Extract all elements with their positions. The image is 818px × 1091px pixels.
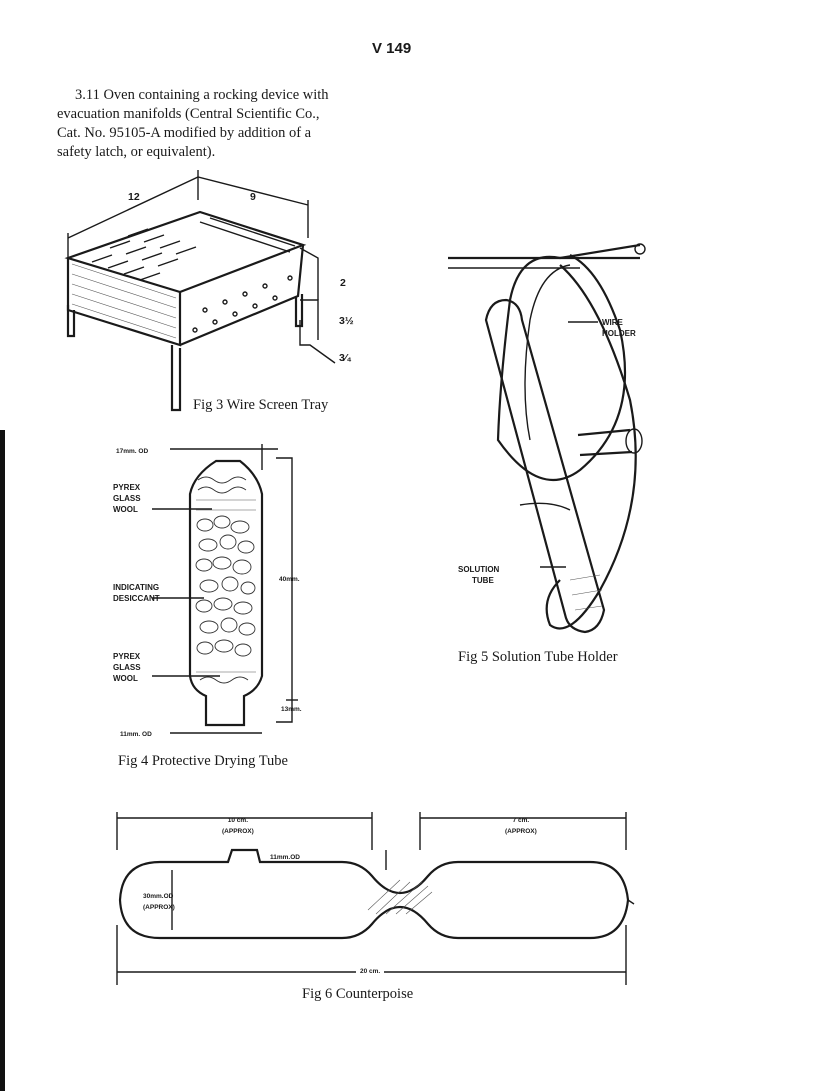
item-line: safety latch, or equivalent). [57, 144, 216, 160]
fig6-bulb-label: 30mm.OD(APPROX) [143, 893, 175, 911]
fig4-drying-tube-drawing [152, 444, 298, 734]
fig4-neck-label: 13mm. [281, 706, 302, 713]
fig3-dim-length: 12 [128, 191, 140, 203]
fig4-top-od-label: 17mm. OD [116, 448, 149, 455]
fig6-counterpoise-drawing [116, 812, 635, 985]
fig5-holder-drawing [448, 243, 646, 634]
fig3-dim-height: 2 [340, 277, 346, 289]
item-line: evacuation manifolds (Central Scientific… [57, 106, 320, 122]
fig3-dim-foot-b: 3⁄₄ [339, 352, 352, 364]
fig4-length-label: 40mm. [279, 576, 300, 583]
fig4-caption: Fig 4 Protective Drying Tube [118, 753, 288, 769]
scan-edge [0, 430, 5, 1091]
fig6-total-length-label: 20 cm. [356, 966, 385, 977]
fig6-left-length-label: 10 cm.(APPROX) [222, 817, 254, 835]
fig5-caption: Fig 5 Solution Tube Holder [458, 649, 618, 665]
fig4-bottom-od-label: 11mm. OD [120, 731, 152, 738]
fig6-right-length-label: 7 cm.(APPROX) [505, 817, 537, 835]
fig3-dim-foot-a: 3½ [339, 315, 354, 327]
item-line: 3.11 Oven containing a rocking device wi… [75, 87, 329, 103]
fig6-caption: Fig 6 Counterpoise [302, 986, 414, 1002]
fig3-dim-width: 9 [250, 191, 256, 203]
fig6-stem-label: 11mm.OD [270, 854, 300, 861]
item-3-11-text: 3.11 Oven containing a rocking device wi… [57, 86, 357, 162]
fig3-caption: Fig 3 Wire Screen Tray [193, 397, 329, 413]
fig3-tray-drawing [64, 170, 336, 412]
page-number: V 149 [372, 40, 412, 57]
item-line: Cat. No. 95105-A modified by addition of… [57, 125, 312, 141]
